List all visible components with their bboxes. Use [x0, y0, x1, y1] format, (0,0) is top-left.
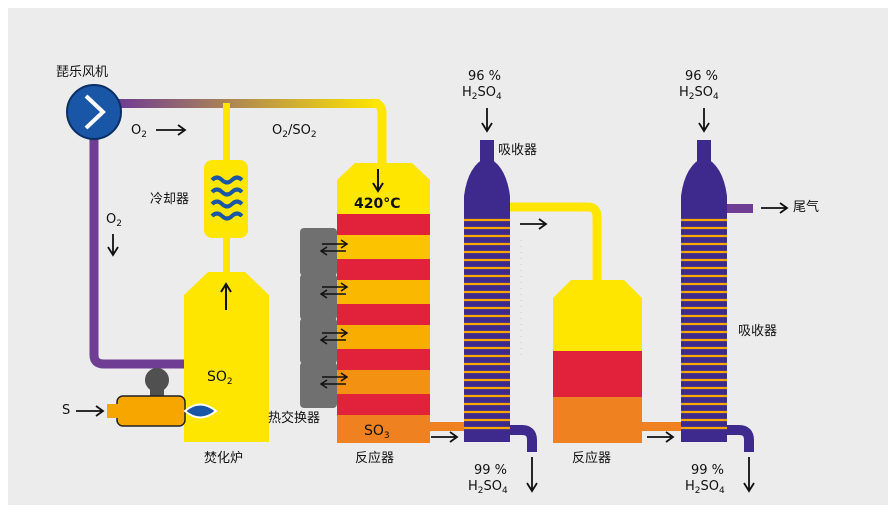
pipe-o2-down [89, 128, 190, 369]
reactor1-layer [337, 259, 430, 280]
sulfur-input-label: S [62, 403, 71, 418]
pipe-to-reactor2 [510, 202, 602, 285]
reactor2-label: 反应器 [572, 451, 612, 466]
reactor1-layer [337, 370, 430, 394]
arrow-acid-in-icon [698, 108, 710, 133]
furnace-label: 焚化炉 [204, 451, 244, 466]
reactor1-layer [337, 415, 430, 443]
reactor2-layer [553, 351, 642, 397]
absorber1-outlet [510, 425, 537, 452]
acid-out-2-percent: 99 % [691, 463, 725, 478]
absorber2-outlet [727, 425, 754, 452]
acid-in-1-formula: H2SO4 [462, 85, 502, 102]
exchange-arrows-icon [319, 239, 349, 389]
acid-in-2-percent: 96 % [685, 69, 719, 84]
heat-exchanger-block [300, 228, 337, 408]
arrow-down-icon [372, 169, 384, 193]
arrow-right-icon [431, 431, 459, 443]
arrow-s-icon [76, 405, 105, 417]
acid-in-1-percent: 96 % [468, 69, 502, 84]
furnace-so2-label: SO2 [207, 369, 233, 387]
absorber2-packing [681, 218, 727, 430]
tail-gas-label: 尾气 [793, 200, 820, 215]
reactor1-layer [337, 214, 430, 235]
reactor1-layer [337, 304, 430, 325]
arrow-acid-out-icon [526, 457, 538, 493]
reactor1-layer [337, 325, 430, 349]
pipe-so3 [430, 422, 464, 431]
cooler-waves-icon [210, 175, 244, 221]
acid-out-2-formula: H2SO4 [685, 479, 725, 496]
o2-label-left: O2 [106, 212, 122, 229]
absorber2-neck [697, 140, 711, 162]
reactor1-layer [337, 280, 430, 304]
pipe-to-cooler [223, 103, 230, 161]
absorber2-label: 吸收器 [738, 324, 778, 339]
acid-out-1-formula: H2SO4 [468, 479, 508, 496]
reactor1-label: 反应器 [355, 451, 395, 466]
absorber1-packing [464, 218, 510, 430]
arrow-acid-out-icon [743, 457, 755, 493]
burner-inlet [107, 404, 121, 418]
reactor1-layer [337, 394, 430, 415]
absorber1-neck [480, 140, 494, 162]
cooler-label: 冷却器 [150, 192, 190, 207]
o2-label-top: O2 [131, 123, 147, 140]
reactor1-layer [337, 235, 430, 259]
furnace-body [184, 272, 269, 442]
reactor1-layer [337, 349, 430, 370]
burner-head [145, 368, 169, 392]
acid-in-2-formula: H2SO4 [679, 85, 719, 102]
pipe-reactor2-out [642, 422, 682, 431]
pipe-main-top [118, 99, 380, 108]
arrow-tail-gas-icon [761, 202, 789, 214]
arrow-o2-down-icon [107, 234, 119, 257]
so3-label: SO3 [364, 423, 390, 441]
acid-out-1-percent: 99 % [474, 463, 508, 478]
burner-box [116, 395, 186, 427]
o2-so2-label: O2/SO2 [272, 123, 317, 140]
cooler-body [204, 160, 248, 238]
flame-icon [183, 403, 218, 419]
arrow-right-icon [520, 218, 548, 230]
blower-chevron-icon [84, 94, 106, 130]
arrow-up-icon [220, 282, 232, 310]
arrow-acid-in-icon [481, 108, 493, 133]
blower-label: 琵乐风机 [56, 65, 109, 80]
blower-circle [66, 84, 122, 140]
arrow-right-icon [647, 431, 675, 443]
arrow-o2-right-icon [156, 124, 187, 136]
heat-exchanger-label: 热交换器 [268, 411, 321, 426]
pipe-cooler-furnace [223, 237, 230, 275]
temperature-label: 420°C [354, 196, 401, 212]
absorber1-label: 吸收器 [498, 143, 538, 158]
tail-gas-pipe [727, 204, 753, 213]
pipe-to-reactor [371, 98, 387, 165]
reactor2-layer [553, 397, 642, 443]
